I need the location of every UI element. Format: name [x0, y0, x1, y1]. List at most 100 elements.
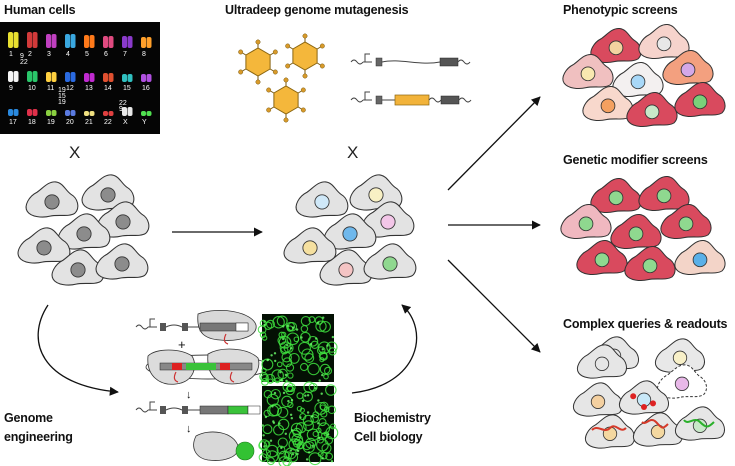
- arrow-icon: [37, 96, 541, 396]
- chromosome: [127, 74, 133, 82]
- cell-icon: [590, 178, 642, 213]
- chromosome-label: 20: [66, 119, 74, 126]
- cell-icon: [662, 50, 714, 85]
- cell-group-modifier: [560, 176, 726, 281]
- cell-icon: [674, 82, 726, 117]
- chromosome-label: 19: [47, 119, 55, 126]
- chromosome: [51, 110, 57, 116]
- cell-icon: [361, 201, 415, 238]
- gene-construct-icon: [350, 53, 472, 106]
- chromosome-label: 19: [58, 87, 66, 94]
- chromosome-label: 13: [85, 85, 93, 92]
- cell-icon: [618, 380, 669, 415]
- cell-icon: [283, 227, 337, 264]
- chromosome-label: 6: [104, 51, 108, 58]
- chromosome-label: 17: [9, 119, 17, 126]
- chromosome-label: 22: [20, 59, 28, 66]
- cell-icon: [612, 62, 664, 97]
- chromosome: [13, 109, 19, 116]
- chromosome: [122, 74, 127, 82]
- cell-icon: [638, 176, 690, 211]
- chromosome-label: 9: [9, 85, 13, 92]
- chromosome: [89, 111, 95, 116]
- chromosome-label: 18: [28, 119, 36, 126]
- chromosome: [127, 36, 133, 48]
- chromosome: [46, 110, 51, 116]
- chromosome: [27, 109, 32, 116]
- times-symbol-left: X: [69, 143, 81, 162]
- chromosome-label: 9: [20, 53, 24, 60]
- chromosome: [108, 111, 114, 116]
- chromosome: [122, 36, 127, 48]
- label-phenotypic-screens: Phenotypic screens: [563, 3, 678, 17]
- chromosome: [27, 71, 32, 82]
- chromosome: [103, 36, 108, 48]
- cell-icon: [295, 181, 349, 218]
- label-complex-queries: Complex queries & readouts: [563, 317, 728, 331]
- cell-icon: [660, 204, 712, 239]
- chromosome-label: X: [123, 119, 128, 126]
- cell-icon: [25, 181, 79, 218]
- cell-icon: [576, 344, 627, 379]
- chromosome-label: 2: [28, 51, 32, 58]
- cell-icon: [319, 249, 373, 286]
- times-symbol-middle: X: [347, 143, 359, 162]
- label-cell-biology: Cell biology: [354, 430, 423, 444]
- chromosome: [103, 73, 108, 82]
- chromosome: [84, 73, 89, 82]
- chromosome: [103, 111, 108, 116]
- chromosome: [46, 72, 51, 82]
- cell-icon: [626, 92, 678, 127]
- cell-icon: [638, 24, 690, 59]
- chromosome: [46, 34, 51, 48]
- chromosome-label: 1: [9, 51, 13, 58]
- chromosome: [8, 32, 13, 48]
- genome-engineering-construct: + ↓ ↓: [135, 310, 271, 461]
- cell-icon: [81, 174, 135, 211]
- chromosome: [141, 111, 146, 116]
- cell-icon: [95, 243, 149, 280]
- cell-icon: [624, 246, 676, 281]
- down-arrow-2: ↓: [186, 423, 192, 435]
- chromosome-label: 15: [58, 93, 66, 100]
- cell-icon: [656, 364, 707, 399]
- label-genetic-modifier-screens: Genetic modifier screens: [563, 153, 708, 167]
- cell-icon: [562, 54, 614, 89]
- chromosome-label: 3: [47, 51, 51, 58]
- chromosome-label: 16: [142, 85, 150, 92]
- cell-icon: [51, 249, 105, 286]
- chromosome-label: Y: [142, 119, 147, 126]
- fluorescence-image: [257, 314, 339, 466]
- chromosome: [65, 110, 70, 116]
- chromosome-label: 4: [66, 51, 70, 58]
- chromosome: [146, 37, 152, 48]
- cell-icon: [582, 86, 634, 121]
- chromosome-label: 22: [104, 119, 112, 126]
- label-genome: Genome: [4, 411, 53, 425]
- chromosome-label: 12: [66, 85, 74, 92]
- chromosome-label: 14: [104, 85, 112, 92]
- chromosome-label: 21: [85, 119, 93, 126]
- cell-icon: [17, 227, 71, 264]
- chromosome: [84, 35, 89, 48]
- chromosome: [13, 71, 19, 82]
- cell-group-mutagenized: [283, 174, 417, 286]
- label-engineering: engineering: [4, 430, 73, 444]
- cell-icon: [349, 174, 403, 211]
- chromosome: [51, 72, 57, 82]
- cell-icon: [572, 382, 623, 417]
- chromosome-label: 7: [123, 51, 127, 58]
- cell-icon: [363, 243, 417, 280]
- label-biochemistry: Biochemistry: [354, 411, 431, 425]
- cell-group-phenotypic: [562, 24, 726, 127]
- cell-icon: [57, 213, 111, 250]
- cell-icon: [674, 240, 726, 275]
- chromosome: [146, 111, 152, 116]
- chromosome: [108, 73, 114, 82]
- chromosome: [146, 74, 152, 82]
- chromosome: [8, 71, 13, 82]
- cell-icon: [96, 201, 150, 238]
- chromosome: [84, 111, 89, 116]
- chromosome: [89, 73, 95, 82]
